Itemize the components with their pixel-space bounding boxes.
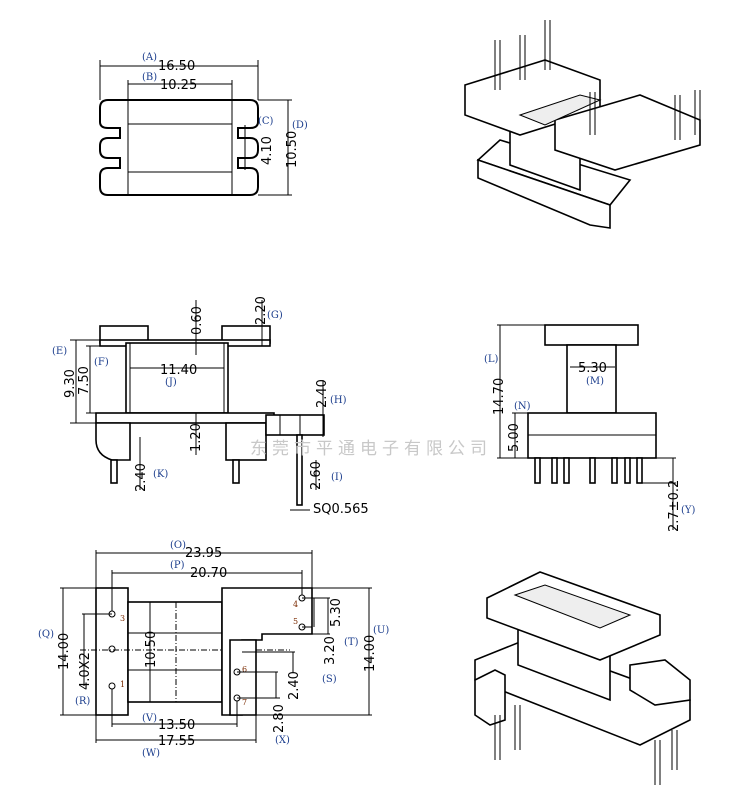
- dim-k-label: (K): [153, 469, 168, 480]
- dim-d-label: (D): [292, 120, 308, 131]
- pin-number: 5: [293, 617, 298, 626]
- pin-number: 6: [242, 665, 247, 674]
- dim-w-label: (W): [142, 748, 160, 759]
- pin-number: 3: [120, 614, 125, 623]
- dim-c-value: 4.10: [260, 136, 275, 165]
- dim-m-value: 5.30: [578, 361, 607, 376]
- dim-j-label: (J): [165, 377, 177, 388]
- dim-p-value: 20.70: [190, 566, 227, 581]
- dim-u-label: (U): [373, 625, 389, 636]
- dim-a-label: (A): [142, 52, 157, 63]
- dim-p-label: (P): [170, 560, 185, 571]
- dim-u-value: 14.00: [363, 635, 378, 672]
- dim-e-label: (E): [52, 346, 67, 357]
- dim-x-label: (X): [275, 735, 290, 746]
- pin-size-value: SQ0.565: [313, 502, 369, 517]
- dim-t-value: 5.30: [329, 598, 344, 627]
- dim-f-label: (F): [94, 357, 109, 368]
- side-view: (E) 9.30 (F) 7.50 2.20 (G) 0.60 11.40 (J…: [52, 296, 369, 517]
- dim-c-label: (C): [258, 116, 274, 127]
- dim-base-value: 1.20: [189, 423, 204, 452]
- dim-flange-value: 0.60: [190, 306, 205, 335]
- pin-number: 1: [120, 680, 125, 689]
- dim-h-value: 2.40: [315, 379, 330, 408]
- dim-o-value: 23.95: [185, 546, 222, 561]
- dim-i-label: (I): [331, 472, 343, 483]
- dim-core-value: 10.50: [144, 631, 159, 668]
- isometric-view-bottom: [474, 571, 691, 785]
- dim-o-label: (O): [170, 540, 186, 551]
- pin-number: 4: [293, 600, 298, 609]
- dim-w-value: 17.55: [158, 734, 195, 749]
- dim-l-label: (L): [484, 354, 499, 365]
- dim-g-value: 2.20: [254, 296, 269, 325]
- dim-b-value: 10.25: [160, 78, 197, 93]
- dim-x-value: 2.80: [272, 704, 287, 733]
- dim-l-value: 14.70: [492, 378, 507, 415]
- dim-j-value: 11.40: [160, 363, 197, 378]
- dim-b-label: (B): [142, 72, 157, 83]
- isometric-view-top: [464, 20, 701, 229]
- bottom-view: 1 3 4 5 6 7 (O) 23.95 (P) 20.70 (Q) 14.0…: [38, 540, 389, 759]
- top-view: (A) 16.50 (B) 10.25 (C) 4.10 (D) 10.50: [99, 52, 308, 196]
- dim-m-label: (M): [586, 376, 604, 387]
- dim-a-value: 16.50: [158, 59, 195, 74]
- dim-n-label: (N): [514, 401, 531, 412]
- dim-f-value: 7.50: [77, 366, 92, 395]
- dim-e-value: 9.30: [63, 369, 78, 398]
- dim-r-value: 4.0X2: [78, 652, 93, 690]
- dim-d-value: 10.50: [285, 131, 300, 168]
- dim-i-value: 2.60: [309, 461, 324, 490]
- end-view-pins: [534, 457, 643, 484]
- company-watermark: 东莞市平通电子有限公司: [250, 439, 492, 459]
- dim-r-label: (R): [75, 696, 90, 707]
- dim-g-label: (G): [267, 310, 283, 321]
- dim-y-label: (Y): [681, 505, 696, 516]
- dim-v-label: (V): [142, 713, 157, 724]
- dim-t-label: (T): [344, 637, 359, 648]
- dim-q-value: 14.00: [57, 633, 72, 670]
- pin-number: 7: [242, 698, 247, 707]
- dim-s-label: (S): [322, 674, 337, 685]
- dim-h-label: (H): [330, 395, 347, 406]
- end-view: (L) 14.70 5.30 (M) (N) 5.00 2.7±0.2 (Y): [484, 324, 696, 532]
- dim-s-gap-value: 2.40: [287, 671, 302, 700]
- dim-q-label: (Q): [38, 629, 54, 640]
- dim-v-value: 13.50: [158, 718, 195, 733]
- dim-s-value: 3.20: [323, 636, 338, 665]
- dim-y-value: 2.7±0.2: [667, 480, 682, 532]
- dim-n-value: 5.00: [507, 423, 522, 452]
- dim-k-value: 2.40: [134, 463, 149, 492]
